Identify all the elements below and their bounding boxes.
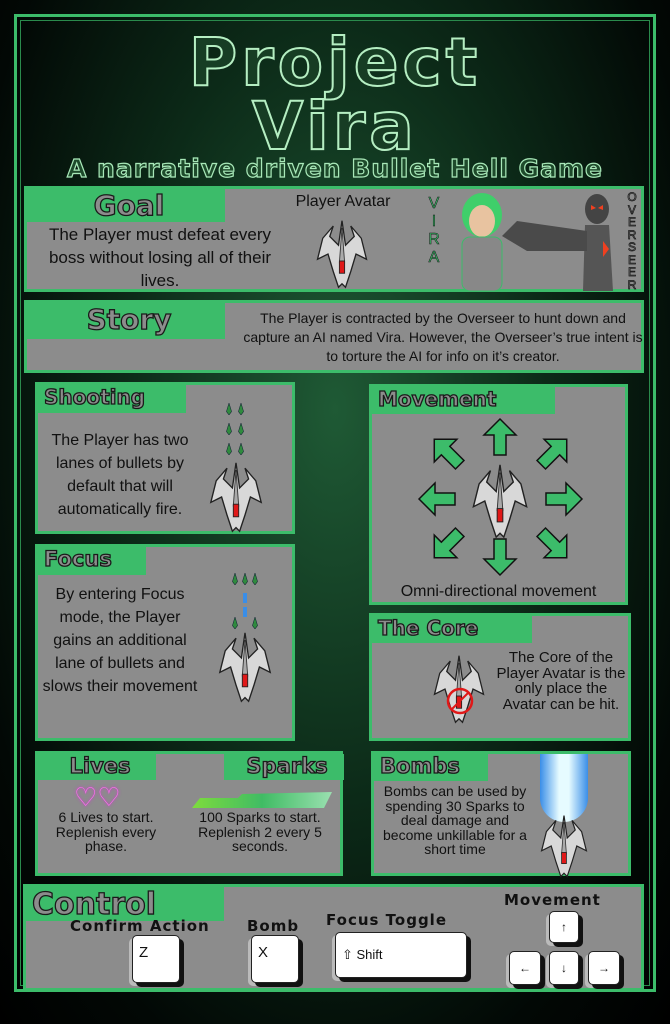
lives-sparks-panel: Lives Sparks ♡♡ 6 Lives to start. Replen…	[35, 751, 344, 876]
right-key[interactable]: →	[588, 951, 620, 985]
arrow-left-icon	[417, 479, 457, 519]
arrow-down-left-icon	[419, 517, 476, 574]
subtitle: A narrative driven Bullet Hell Game	[66, 153, 603, 183]
bombs-text: Bombs can be used by spending 30 Sparks …	[383, 783, 527, 857]
x-key[interactable]: X	[251, 935, 299, 983]
core-text: The Core of the Player Avatar is the onl…	[496, 649, 626, 713]
movement-text: Omni-directional movement	[400, 583, 597, 600]
control-heading: Control	[26, 886, 224, 923]
focus-text: By entering Focus mode, the Player gains…	[42, 586, 198, 695]
sparks-gauge	[192, 792, 332, 808]
shift-key[interactable]: ⇧ Shift	[335, 932, 467, 978]
shooting-heading: Shooting	[38, 384, 186, 413]
z-key[interactable]: Z	[132, 935, 180, 983]
bombs-heading: Bombs	[374, 753, 488, 781]
player-ship-icon	[312, 219, 372, 289]
sparks-heading: Sparks	[224, 753, 344, 780]
focus-panel: Focus By entering Focus mode, the Player…	[35, 544, 295, 741]
confirm-action-label: Confirm Action	[70, 917, 210, 935]
core-heading: The Core	[372, 615, 532, 643]
bomb-beam-icon	[540, 754, 588, 822]
player-ship-icon	[469, 463, 531, 539]
player-ship-icon	[215, 631, 275, 703]
up-key[interactable]: ↑	[549, 911, 579, 943]
down-key[interactable]: ↓	[549, 951, 579, 985]
core-hitbox-icon	[446, 687, 474, 715]
title-line2: Vira	[251, 87, 418, 166]
control-panel: Control Confirm Action Z Bomb X Focus To…	[23, 884, 644, 991]
player-ship-icon	[536, 814, 592, 878]
story-panel: Story The Player is contracted by the Ov…	[24, 300, 644, 373]
arrow-up-left-icon	[419, 424, 476, 481]
arrow-right-icon	[544, 479, 584, 519]
left-key[interactable]: ←	[509, 951, 541, 985]
movement-label: Movement	[504, 891, 601, 909]
player-avatar-label: Player Avatar	[295, 193, 391, 210]
focus-heading: Focus	[38, 546, 146, 575]
goal-heading: Goal	[27, 188, 225, 223]
shooting-panel: Shooting The Player has two lanes of bul…	[35, 382, 295, 534]
core-panel: The Core The Core of the Player Avatar i…	[369, 613, 631, 741]
story-heading: Story	[27, 302, 225, 339]
arrow-down-icon	[480, 537, 520, 577]
overseer-character-image	[502, 194, 613, 291]
focus-bullets-icon	[232, 573, 258, 629]
player-ship-icon	[206, 461, 266, 533]
overseer-label: OVERSEER	[627, 190, 637, 292]
vira-label: VIRA	[428, 195, 440, 267]
arrow-down-right-icon	[526, 517, 583, 574]
bombs-panel: Bombs Bombs can be used by spending 30 S…	[371, 751, 631, 876]
focus-toggle-label: Focus Toggle	[326, 911, 447, 929]
bullets-icon	[226, 403, 244, 455]
hearts-icon: ♡♡	[74, 782, 121, 812]
arrow-up-icon	[480, 417, 520, 457]
goal-text: The Player must defeat every boss withou…	[48, 225, 272, 290]
sparks-text: 100 Sparks to start. Replenish 2 every 5…	[198, 809, 322, 854]
arrow-up-right-icon	[526, 424, 583, 481]
movement-panel: Movement Omni-directional movement	[369, 384, 628, 605]
title-line1: Project	[188, 23, 482, 102]
lives-heading: Lives	[38, 753, 156, 780]
bomb-label: Bomb	[247, 917, 300, 935]
movement-heading: Movement	[372, 386, 555, 414]
story-text: The Player is contracted by the Overseer…	[243, 310, 643, 364]
lives-text: 6 Lives to start. Replenish every phase.	[55, 809, 157, 854]
shooting-text: The Player has two lanes of bullets by d…	[51, 432, 189, 518]
goal-panel: Goal The Player must defeat every boss w…	[24, 186, 644, 292]
vira-character-image	[461, 193, 503, 291]
